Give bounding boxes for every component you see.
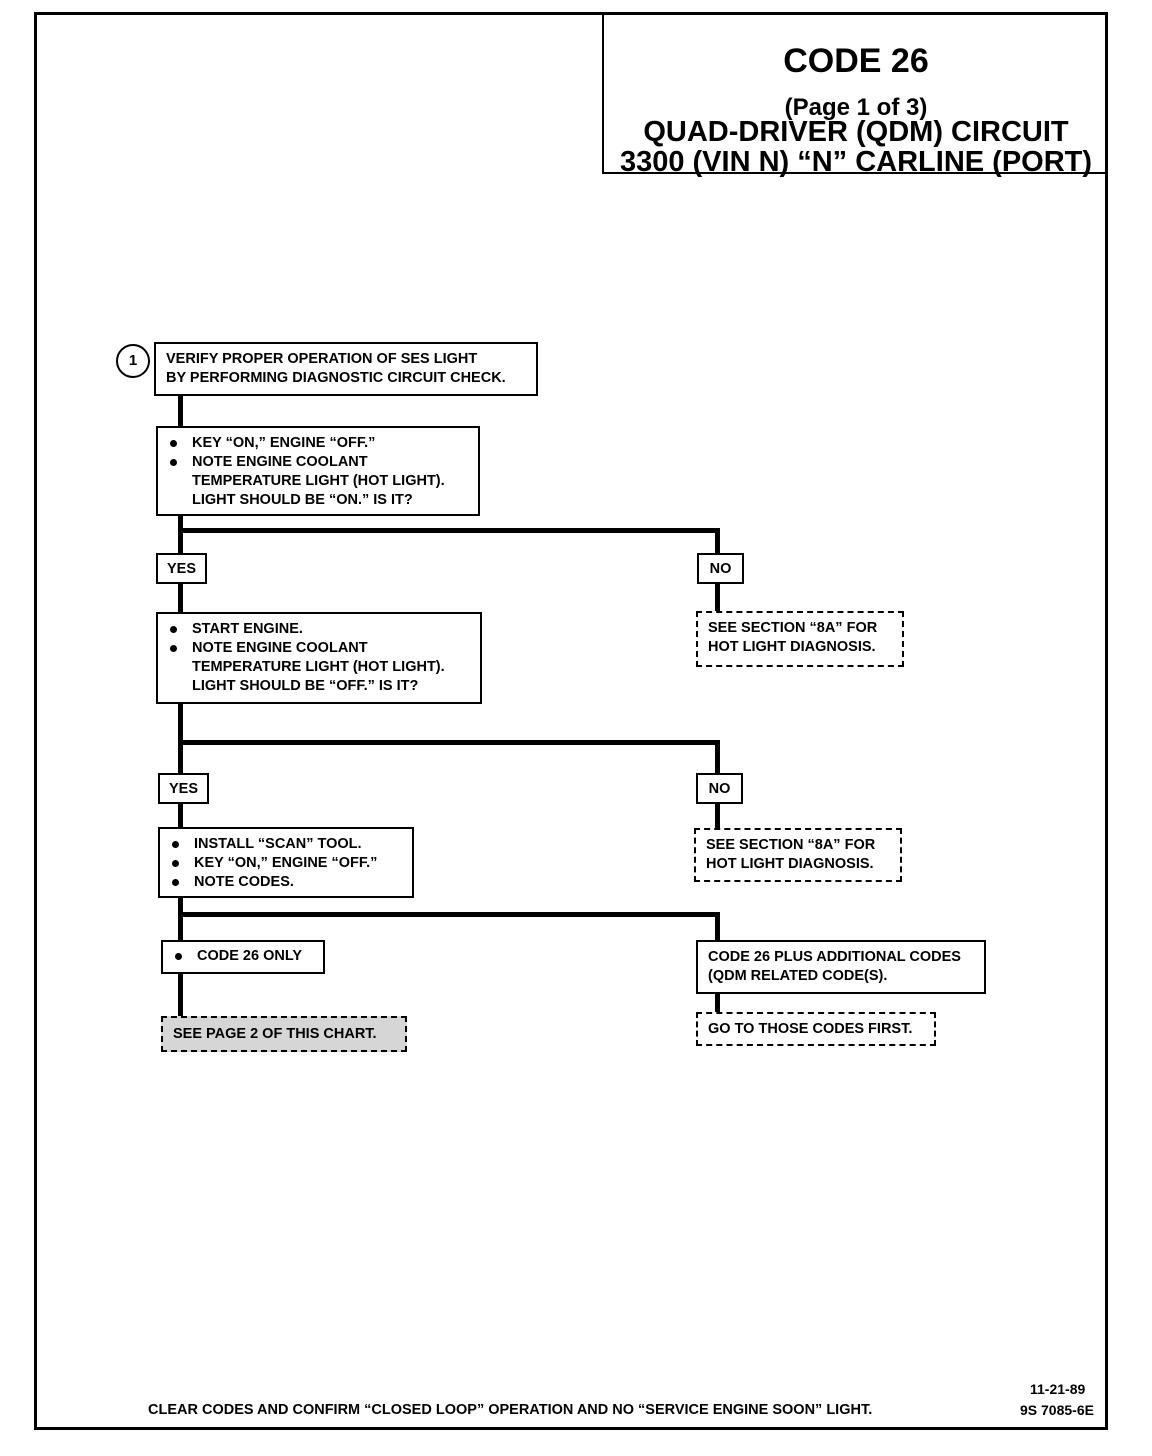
go-to-codes-first-box: GO TO THOSE CODES FIRST.	[696, 1012, 936, 1046]
title-block: CODE 26 (Page 1 of 3) QUAD-DRIVER (QDM) …	[602, 12, 1108, 178]
page-frame	[34, 12, 1108, 1430]
see-page-2-box: SEE PAGE 2 OF THIS CHART.	[161, 1016, 407, 1052]
see-section-8a-box: SEE SECTION “8A” FOR HOT LIGHT DIAGNOSIS…	[694, 828, 902, 882]
circuit-title: QUAD-DRIVER (QDM) CIRCUIT	[643, 116, 1069, 148]
yes-label: YES	[156, 553, 207, 584]
footer-instruction: CLEAR CODES AND CONFIRM “CLOSED LOOP” OP…	[148, 1402, 873, 1418]
step-text-line: VERIFY PROPER OPERATION OF SES LIGHT	[166, 351, 478, 367]
bullet-icon	[170, 626, 177, 633]
step-text-line: BY PERFORMING DIAGNOSTIC CIRCUIT CHECK.	[166, 370, 506, 386]
connector	[178, 582, 183, 614]
no-label: NO	[696, 773, 743, 804]
connector	[178, 394, 183, 428]
bullet-icon	[172, 841, 179, 848]
bullet-icon	[175, 953, 182, 960]
connector	[178, 896, 183, 942]
bullet-icon	[170, 645, 177, 652]
connector	[715, 584, 720, 612]
verify-ses-light-step: VERIFY PROPER OPERATION OF SES LIGHT BY …	[154, 342, 538, 396]
connector	[715, 740, 720, 774]
code-title: CODE 26	[783, 42, 929, 80]
bullet-item: START ENGINE.	[168, 620, 470, 639]
document-number: 9S 7085-6E	[1020, 1402, 1094, 1418]
bullet-item: INSTALL “SCAN” TOOL.	[170, 835, 402, 854]
code-26-only-box: CODE 26 ONLY	[161, 940, 325, 974]
bullet-item: KEY “ON,” ENGINE “OFF.”	[170, 854, 402, 873]
engine-title: 3300 (VIN N) “N” CARLINE (PORT)	[619, 146, 1093, 178]
yes-label: YES	[158, 773, 209, 804]
connector	[715, 912, 720, 942]
connector	[178, 702, 183, 774]
bullet-icon	[170, 440, 177, 447]
connector	[178, 514, 183, 554]
see-section-8a-box: SEE SECTION “8A” FOR HOT LIGHT DIAGNOSIS…	[696, 611, 904, 667]
no-label: NO	[697, 553, 744, 584]
revision-date: 11-21-89	[1030, 1381, 1086, 1397]
step-marker: 1	[116, 344, 150, 378]
connector	[715, 528, 720, 554]
connector	[178, 528, 720, 533]
connector	[178, 912, 720, 917]
connector	[178, 740, 720, 745]
scan-tool-step: INSTALL “SCAN” TOOL. KEY “ON,” ENGINE “O…	[158, 827, 414, 898]
connector	[178, 972, 183, 1018]
connector	[715, 802, 720, 830]
code-26-plus-box: CODE 26 PLUS ADDITIONAL CODES (QDM RELAT…	[696, 940, 986, 994]
bullet-icon	[172, 860, 179, 867]
bullet-item: CODE 26 ONLY	[173, 947, 313, 966]
bullet-item: NOTE CODES.	[170, 873, 402, 892]
hot-light-on-check: KEY “ON,” ENGINE “OFF.” NOTE ENGINE COOL…	[156, 426, 480, 516]
connector	[178, 802, 183, 828]
bullet-item: KEY “ON,” ENGINE “OFF.”	[168, 434, 468, 453]
page-indicator: (Page 1 of 3)	[784, 94, 928, 121]
connector	[715, 992, 720, 1014]
bullet-icon	[170, 459, 177, 466]
bullet-icon	[172, 879, 179, 886]
